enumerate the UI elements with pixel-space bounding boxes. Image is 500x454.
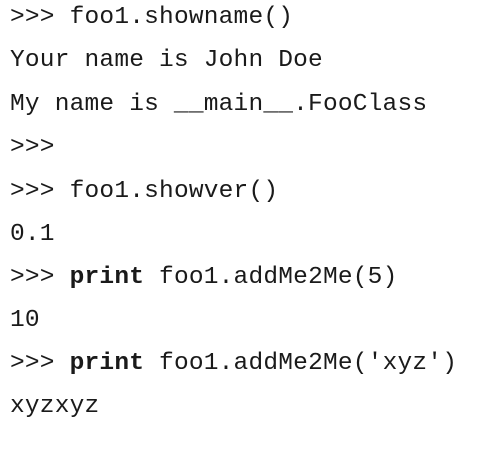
code: xyzxyz [10, 393, 100, 420]
code: foo1.showver() [69, 178, 279, 205]
keyword: print [69, 264, 145, 291]
session-line: >>> foo1.showname() [10, 4, 293, 32]
code: 0.1 [10, 221, 55, 248]
session-line: xyzxyz [10, 393, 99, 421]
session-line: >>> print foo1.addMe2Me(5) [10, 264, 397, 292]
prompt: >>> [10, 264, 70, 291]
prompt: >>> [10, 4, 70, 31]
prompt: >>> [10, 178, 70, 205]
session-line: >>> print foo1.addMe2Me('xyz') [10, 350, 457, 378]
session-line: My name is __main__.FooClass [10, 91, 427, 119]
code: foo1.addMe2Me(5) [144, 264, 398, 291]
code: foo1.showname() [69, 4, 294, 31]
keyword: print [69, 350, 145, 377]
session-line: >>> foo1.showver() [10, 178, 278, 206]
session-line: Your name is John Doe [10, 47, 323, 75]
session-line: >>> [10, 134, 55, 162]
session-line: 10 [10, 307, 40, 335]
prompt: >>> [10, 134, 55, 161]
prompt: >>> [10, 350, 70, 377]
code: Your name is John Doe [10, 47, 323, 74]
session-line: 0.1 [10, 221, 55, 249]
code: foo1.addMe2Me('xyz') [144, 350, 458, 377]
code: My name is __main__.FooClass [10, 91, 428, 118]
code: 10 [10, 307, 40, 334]
